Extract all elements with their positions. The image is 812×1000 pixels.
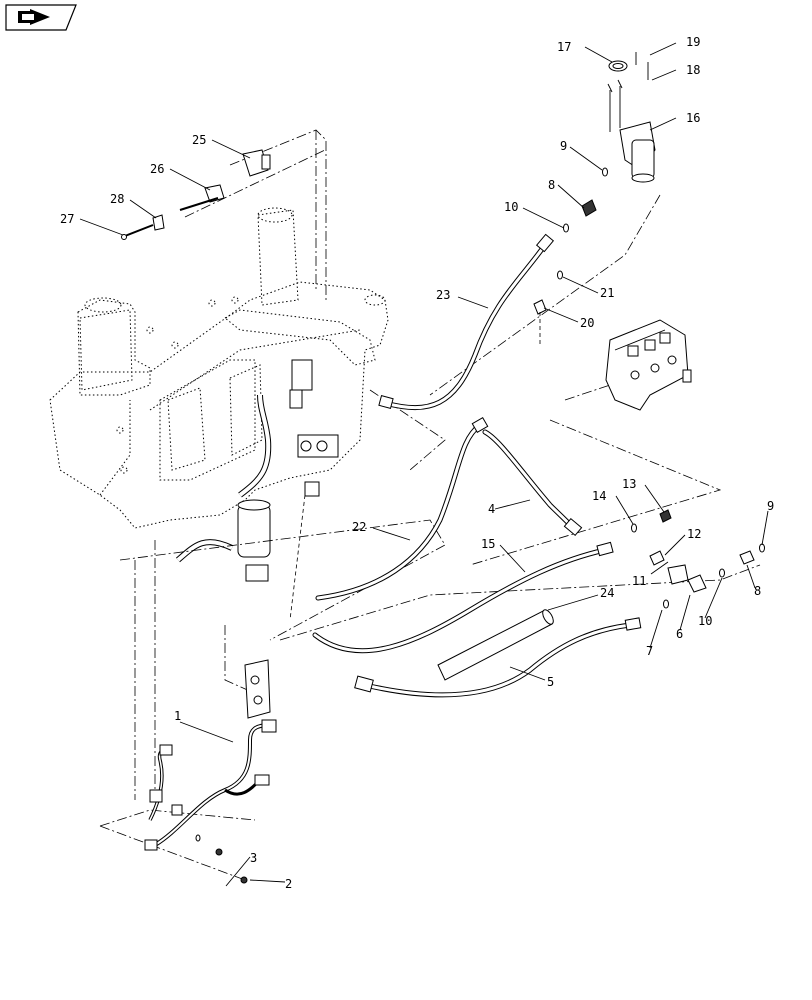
frame-valve-block — [289, 359, 339, 497]
callout-11: 11 — [632, 574, 646, 588]
callout-19: 19 — [686, 35, 700, 49]
machine-frame — [49, 207, 389, 529]
callout-leaders — [79, 42, 769, 887]
page-forward-icon — [18, 9, 50, 25]
clamp-28 — [152, 214, 165, 231]
callout-9b: 9 — [767, 499, 774, 513]
page-forward-button[interactable] — [5, 4, 77, 31]
callout-4: 4 — [488, 502, 495, 516]
callout-10a: 10 — [504, 200, 518, 214]
hardware-2-3 — [195, 834, 248, 884]
callout-28: 28 — [110, 192, 124, 206]
callout-3: 3 — [250, 851, 257, 865]
callout-17: 17 — [557, 40, 571, 54]
callout-8b: 8 — [754, 584, 761, 598]
callout-26: 26 — [150, 162, 164, 176]
hose-5 — [354, 617, 642, 698]
hose-4 — [482, 429, 583, 537]
harness-bracket — [244, 659, 271, 719]
callout-24: 24 — [600, 586, 614, 600]
wiring-harness-1 — [144, 719, 277, 851]
bracket-26 — [179, 184, 225, 211]
control-valve-16 — [607, 52, 656, 183]
callout-18: 18 — [686, 63, 700, 77]
hose-22 — [315, 416, 489, 601]
fittings-right — [631, 509, 765, 609]
callout-21: 21 — [600, 286, 614, 300]
callout-5: 5 — [547, 675, 554, 689]
callout-14: 14 — [592, 489, 606, 503]
callout-9a: 9 — [560, 139, 567, 153]
fittings-top — [533, 167, 608, 345]
callout-13: 13 — [622, 477, 636, 491]
callout-1: 1 — [174, 709, 181, 723]
callout-8a: 8 — [548, 178, 555, 192]
callout-25: 25 — [192, 133, 206, 147]
callout-2: 2 — [285, 877, 292, 891]
callout-10b: 10 — [698, 614, 712, 628]
callout-15: 15 — [481, 537, 495, 551]
callout-7: 7 — [646, 644, 653, 658]
bracket-25 — [242, 149, 271, 177]
callout-22: 22 — [352, 520, 366, 534]
callout-numbers: 1 2 3 4 5 6 7 8 8 9 9 10 10 11 12 13 14 … — [60, 35, 774, 891]
frame-accumulator — [176, 394, 272, 582]
valve-bank — [605, 319, 692, 411]
callout-23: 23 — [436, 288, 450, 302]
hose-15 — [312, 541, 614, 654]
bolt-27 — [121, 224, 154, 240]
hose-23 — [378, 233, 555, 411]
o-ring-17 — [608, 60, 628, 72]
callout-27: 27 — [60, 212, 74, 226]
phantom-reference-lines — [99, 129, 761, 881]
callout-16: 16 — [686, 111, 700, 125]
hose-sleeve-24 — [437, 609, 554, 681]
callout-20: 20 — [580, 316, 594, 330]
callout-12: 12 — [687, 527, 701, 541]
callout-6: 6 — [676, 627, 683, 641]
